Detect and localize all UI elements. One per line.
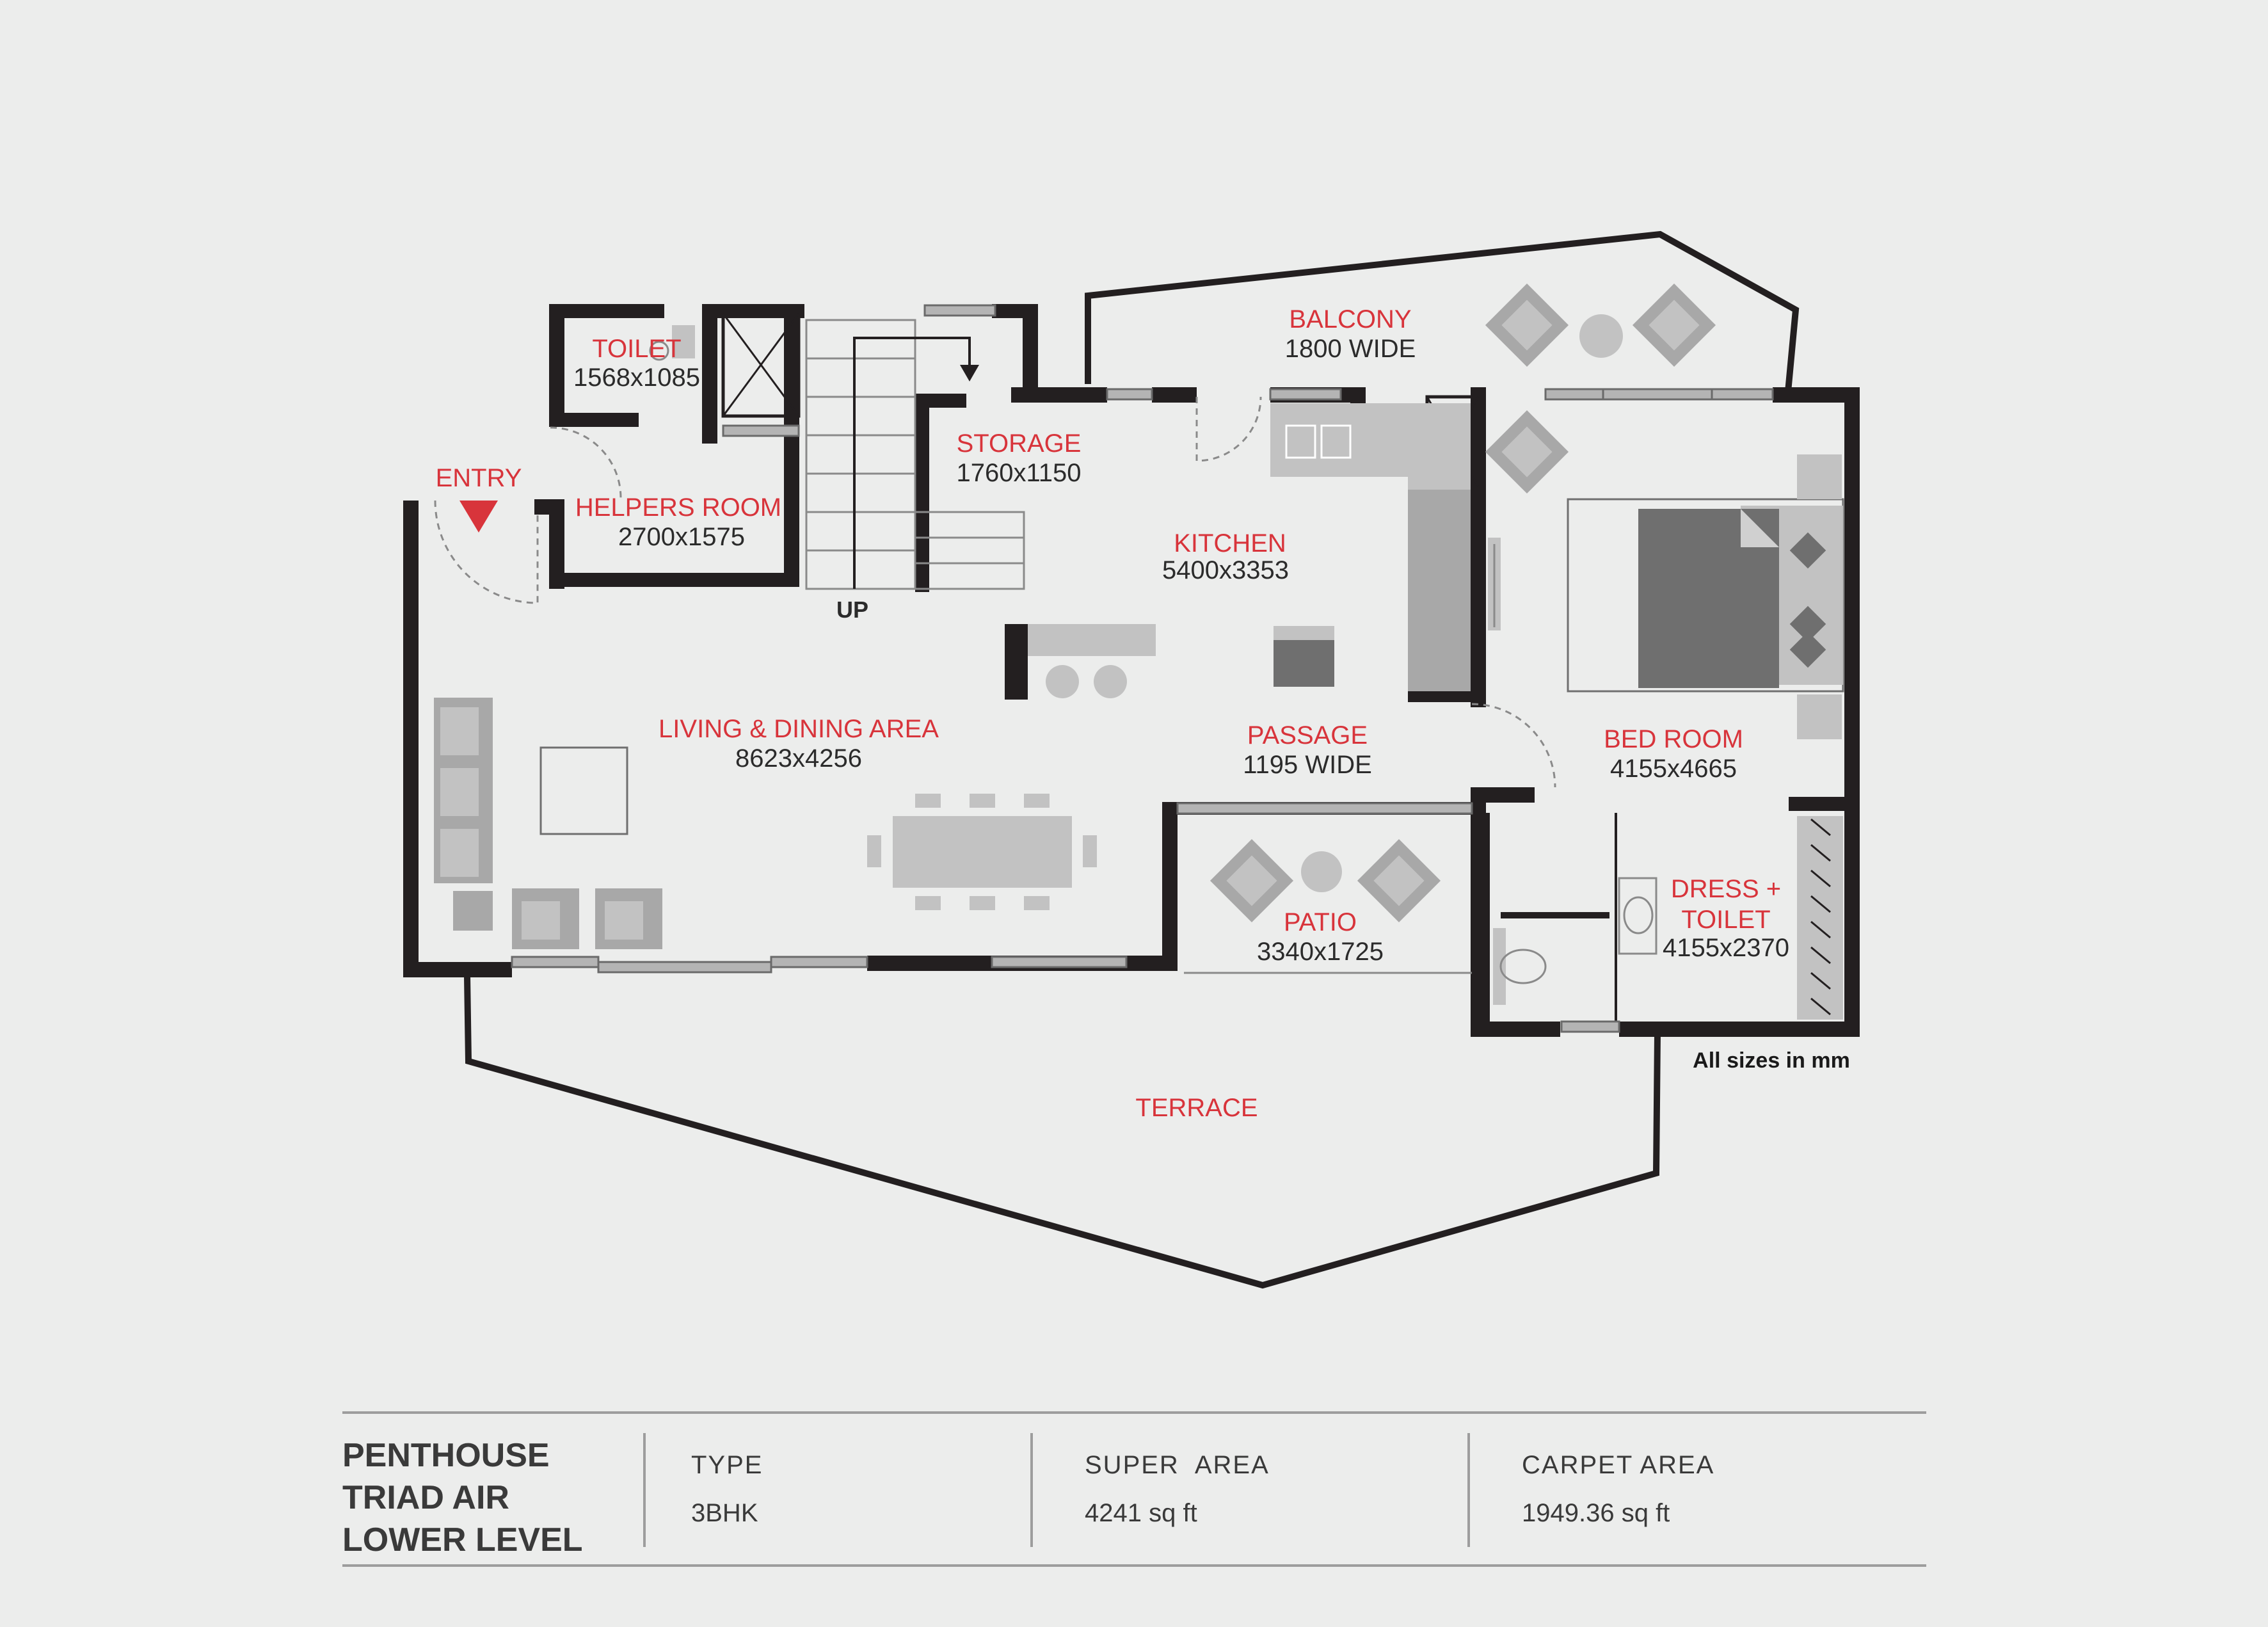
toilet-label: TOILET (592, 335, 681, 363)
kitchen-island (1005, 624, 1156, 700)
kitchen-label: KITCHEN (1174, 529, 1286, 557)
type-value: 3BHK (691, 1499, 758, 1527)
staircase (805, 319, 1025, 590)
helpers-room-label: HELPERS ROOM (575, 493, 781, 522)
passage-size: 1195 WIDE (1243, 751, 1372, 779)
balcony-furniture (1485, 283, 1716, 367)
title-line-2: TRIAD AIR (342, 1479, 509, 1516)
floor-plan: TOILET 1568x1085 HELPERS ROOM 2700x1575 … (403, 230, 1860, 1289)
dress-fixtures (1493, 816, 1843, 1020)
title-line-1: PENTHOUSE (342, 1437, 550, 1474)
title-line-3: LOWER LEVEL (342, 1521, 583, 1559)
dress-label-2: TOILET (1681, 906, 1770, 934)
sizes-note: All sizes in mm (1693, 1048, 1850, 1073)
balcony-outline (1085, 230, 1800, 392)
kitchen-size: 5400x3353 (1162, 556, 1289, 584)
balcony-label: BALCONY (1289, 305, 1411, 333)
carpet-area-value: 1949.36 sq ft (1522, 1499, 1670, 1527)
door-swings (434, 396, 1556, 788)
type-label: TYPE (691, 1451, 763, 1479)
terrace-label: TERRACE (1135, 1094, 1258, 1122)
dress-size: 4155x2370 (1663, 934, 1789, 962)
living-furniture (434, 698, 1097, 949)
storage-label: STORAGE (957, 429, 1082, 458)
kitchen-counter (1270, 403, 1471, 691)
stair-up-label: UP (836, 597, 868, 623)
patio-size: 3340x1725 (1257, 938, 1384, 966)
toilet-fixtures (649, 325, 695, 361)
passage-label: PASSAGE (1247, 721, 1368, 749)
balcony-size: 1800 WIDE (1285, 335, 1416, 363)
helpers-room-size: 2700x1575 (618, 523, 745, 551)
entry-arrow-icon (459, 501, 498, 533)
super-area-value: 4241 sq ft (1085, 1499, 1197, 1527)
divider (643, 1433, 646, 1547)
entry-label: ENTRY (436, 464, 522, 492)
patio-label: PATIO (1284, 908, 1357, 936)
bedroom-size: 4155x4665 (1610, 755, 1737, 783)
toilet-size: 1568x1085 (573, 364, 700, 392)
carpet-area-column: CARPET AREA 1949.36 sq ft (1522, 1451, 1714, 1528)
living-label: LIVING & DINING AREA (659, 715, 939, 743)
dress-label-1: DRESS + (1671, 875, 1781, 903)
super-area-column: SUPER AREA 4241 sq ft (1085, 1451, 1270, 1528)
type-column: TYPE 3BHK (691, 1451, 763, 1528)
info-panel: PENTHOUSE TRIAD AIR LOWER LEVEL TYPE 3BH… (342, 1411, 1926, 1567)
carpet-area-label: CARPET AREA (1522, 1451, 1715, 1479)
bedroom-label: BED ROOM (1604, 725, 1743, 753)
plan-title: PENTHOUSE TRIAD AIR LOWER LEVEL (342, 1434, 583, 1561)
divider (1030, 1433, 1033, 1547)
windows (511, 304, 1774, 1033)
patio-furniture (1184, 838, 1472, 974)
storage-size: 1760x1150 (957, 459, 1082, 487)
bedroom-furniture (1485, 410, 1844, 739)
divider (1467, 1433, 1470, 1547)
living-size: 8623x4256 (735, 744, 862, 773)
terrace-outline (464, 975, 1661, 1289)
super-area-label: SUPER AREA (1085, 1451, 1270, 1479)
